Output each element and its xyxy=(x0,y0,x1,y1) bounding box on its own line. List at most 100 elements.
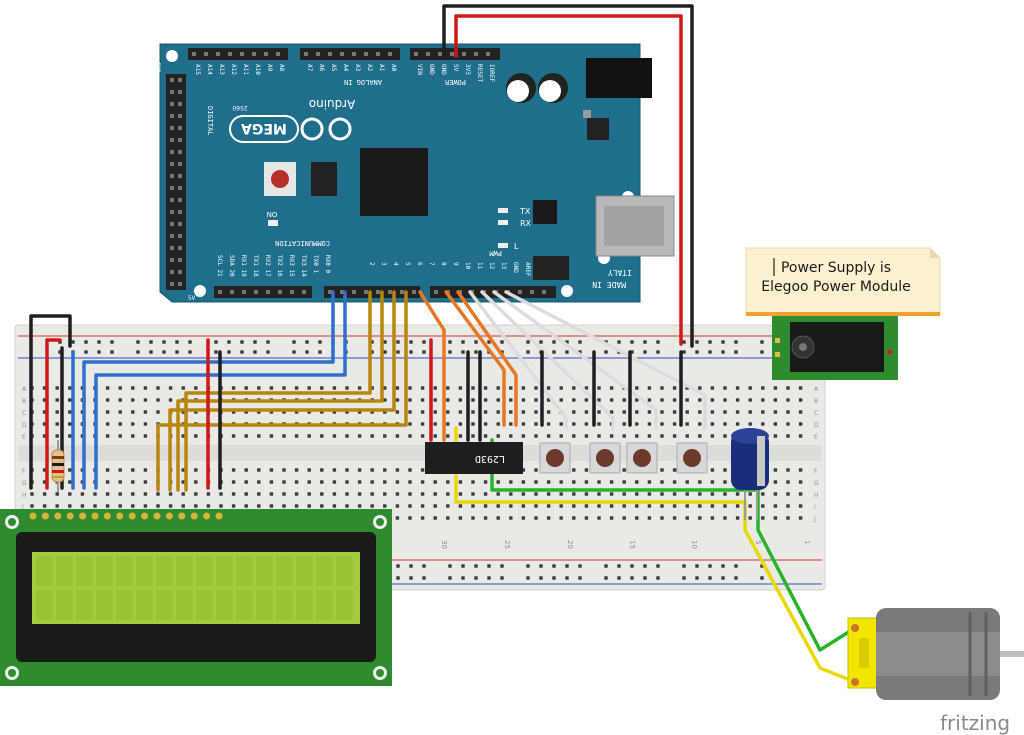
lcd-char-cell xyxy=(36,556,53,586)
breadboard-hole xyxy=(534,480,538,484)
header-pin xyxy=(434,290,438,294)
breadboard-hole xyxy=(698,516,702,520)
pin-label: A9 xyxy=(266,64,273,72)
pwm-header-low xyxy=(324,286,420,298)
breadboard-hole xyxy=(320,434,324,438)
breadboard-hole xyxy=(105,386,110,390)
breadboard-hole xyxy=(269,504,274,508)
breadboard-hole xyxy=(672,504,677,508)
rail-hole xyxy=(227,340,231,344)
breadboard-hole xyxy=(383,434,387,438)
rail-hole xyxy=(630,576,634,580)
header-pin xyxy=(328,52,332,56)
gnd-label: GND xyxy=(154,62,161,73)
breadboard-hole xyxy=(395,516,400,520)
breadboard-hole xyxy=(408,468,412,472)
rail-hole xyxy=(695,340,699,344)
rail-hole xyxy=(474,350,478,354)
breadboard-hole xyxy=(496,434,500,438)
rail-hole xyxy=(708,576,712,580)
breadboard-hole xyxy=(735,422,740,426)
breadboard-hole xyxy=(622,516,626,520)
row-letter: H xyxy=(814,492,819,499)
header-pin xyxy=(450,52,454,56)
rail-hole xyxy=(409,350,413,354)
breadboard-hole xyxy=(68,480,72,484)
breadboard-hole xyxy=(647,398,652,402)
push-buttons xyxy=(539,442,708,474)
breadboard-hole xyxy=(685,410,689,414)
breadboard-hole xyxy=(433,386,437,390)
breadboard-hole xyxy=(269,492,274,496)
header-pin xyxy=(192,52,196,56)
breadboard-hole xyxy=(395,386,400,390)
breadboard-hole xyxy=(257,468,261,472)
breadboard-hole xyxy=(685,398,689,402)
rail-hole xyxy=(630,564,634,568)
breadboard-hole xyxy=(332,434,337,438)
breadboard-hole xyxy=(269,410,274,414)
header-pin xyxy=(178,186,182,190)
lcd-char-cell xyxy=(196,590,213,620)
breadboard-hole xyxy=(761,386,765,390)
breadboard-hole xyxy=(105,422,110,426)
breadboard-hole xyxy=(357,410,362,414)
communication-label: COMMUNICATION xyxy=(275,239,330,247)
header-pin xyxy=(170,126,174,130)
breadboard-hole xyxy=(798,434,803,438)
breadboard-hole xyxy=(534,504,538,508)
rail-hole xyxy=(539,576,543,580)
lcd-char-cell xyxy=(336,556,353,586)
lcd-pin xyxy=(128,512,136,520)
pin-label: 41 xyxy=(150,156,158,163)
lcd-char-cell xyxy=(296,590,313,620)
rail-hole xyxy=(305,340,309,344)
breadboard-hole xyxy=(572,504,576,508)
rail-hole xyxy=(526,576,530,580)
lcd-char-cell xyxy=(136,556,153,586)
header-pin xyxy=(170,90,174,94)
breadboard-hole xyxy=(30,504,34,508)
rail-hole xyxy=(409,564,413,568)
breadboard-hole xyxy=(509,516,513,520)
breadboard-hole xyxy=(446,516,450,520)
header-pin xyxy=(486,52,490,56)
breadboard-hole xyxy=(357,468,362,472)
breadboard-hole xyxy=(420,504,425,508)
pin-label: A8 xyxy=(278,64,285,72)
breadboard-hole xyxy=(433,504,437,508)
rail-hole xyxy=(565,576,569,580)
breadboard-hole xyxy=(521,516,526,520)
breadboard-hole xyxy=(748,422,752,426)
breadboard-hole xyxy=(496,410,500,414)
header-pin xyxy=(170,102,174,106)
rail-hole xyxy=(305,350,309,354)
breadboard-hole xyxy=(509,504,513,508)
rail-hole xyxy=(552,564,556,568)
breadboard-hole xyxy=(660,434,664,438)
rail-hole xyxy=(422,350,426,354)
pwm-label: PWM xyxy=(489,249,502,257)
breadboard-hole xyxy=(685,516,689,520)
header-pin xyxy=(170,234,174,238)
rail-hole xyxy=(422,564,426,568)
header-pin xyxy=(178,162,182,166)
breadboard-hole xyxy=(332,410,337,414)
rail-hole xyxy=(565,340,569,344)
rail-hole xyxy=(721,340,725,344)
breadboard-hole xyxy=(433,422,437,426)
breadboard-hole xyxy=(710,468,715,472)
breadboard-hole xyxy=(798,468,803,472)
rail-hole xyxy=(552,576,556,580)
header-pin xyxy=(518,290,522,294)
rail-hole xyxy=(266,340,270,344)
breadboard-hole xyxy=(483,386,488,390)
rail-hole xyxy=(734,350,738,354)
breadboard-hole xyxy=(282,434,286,438)
breadboard-hole xyxy=(181,434,185,438)
header-pin xyxy=(412,290,416,294)
breadboard-hole xyxy=(131,468,135,472)
breadboard-hole xyxy=(622,480,626,484)
breadboard-hole xyxy=(370,504,374,508)
row-letter: C xyxy=(22,410,26,417)
